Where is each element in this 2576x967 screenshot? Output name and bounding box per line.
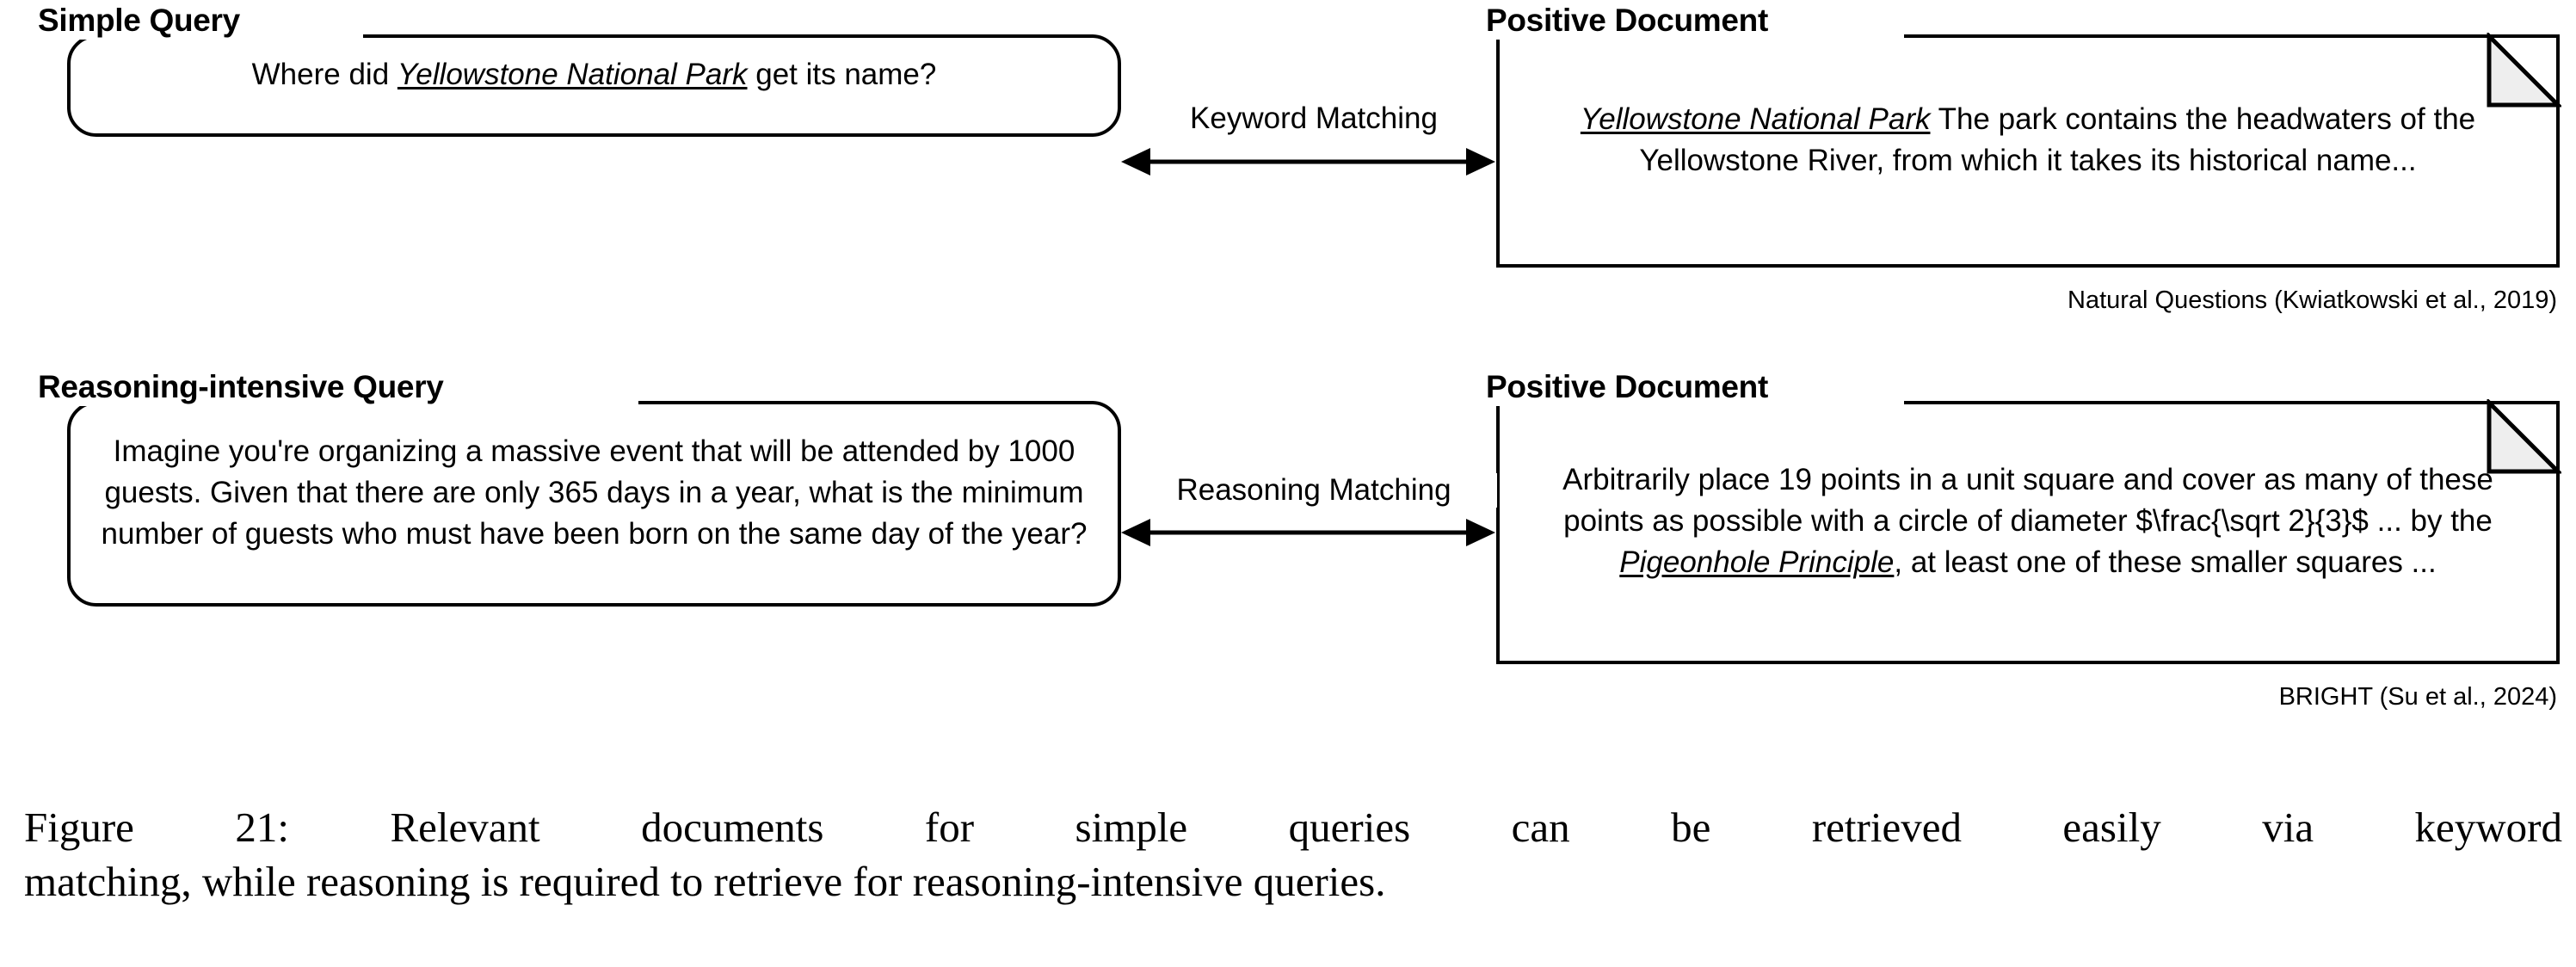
- keyword-matching-label: Keyword Matching: [1141, 102, 1487, 136]
- positive-document-box-2: [1496, 401, 2560, 664]
- reasoning-query-text: Imagine you're organizing a massive even…: [101, 434, 1088, 551]
- reasoning-matching-arrow: [1121, 513, 1495, 552]
- simple-query-text: Where did Yellowstone National Park get …: [67, 54, 1121, 95]
- keyword-matching-arrow-svg: [1121, 148, 1495, 176]
- reasoning-matching-label: Reasoning Matching: [1131, 473, 1497, 508]
- reasoning-query-title: Reasoning-intensive Query: [38, 368, 456, 406]
- citation-bright: BRIGHT (Su et al., 2024): [2278, 683, 2557, 711]
- positive-document-text-2: Arbitrarily place 19 points in a unit sq…: [1496, 459, 2560, 583]
- simple-query-text-after: get its name?: [747, 57, 937, 91]
- citation-natural-questions: Natural Questions (Kwiatkowski et al., 2…: [2068, 286, 2557, 314]
- figure-caption-line-1: Figure 21: Relevant documents for simple…: [24, 804, 2562, 851]
- reasoning-matching-arrow-svg: [1121, 519, 1495, 546]
- positive-document-box-1: [1496, 34, 2560, 268]
- positive-document-emphasis-2: Pigeonhole Principle: [1619, 545, 1895, 579]
- positive-document-body-1: The park contains the headwaters of the …: [1639, 102, 2476, 177]
- figure-caption: Figure 21: Relevant documents for simple…: [24, 800, 2562, 908]
- simple-query-box: [67, 34, 1121, 137]
- positive-document-body-end-2: , at least one of these smaller squares …: [1894, 545, 2437, 579]
- positive-document-body-start-2: Arbitrarily place 19 points in a unit sq…: [1562, 463, 2493, 538]
- simple-query-text-before: Where did: [251, 57, 397, 91]
- figure-caption-line-2: matching, while reasoning is required to…: [24, 858, 1386, 905]
- positive-document-panel-2: Positive Document Arbitrarily place 19 p…: [1486, 368, 2564, 664]
- keyword-matching-arrow: [1121, 142, 1495, 182]
- positive-document-title-2: Positive Document: [1486, 368, 1780, 406]
- simple-query-emphasis: Yellowstone National Park: [397, 57, 748, 91]
- positive-document-text-1: Yellowstone National Park The park conta…: [1496, 99, 2560, 182]
- positive-document-title-1: Positive Document: [1486, 2, 1780, 40]
- positive-document-emphasis-1: Yellowstone National Park: [1580, 102, 1931, 136]
- simple-query-panel: Simple Query Where did Yellowstone Natio…: [38, 2, 1121, 137]
- positive-document-panel-1: Positive Document Yellowstone National P…: [1486, 2, 2564, 268]
- simple-query-title: Simple Query: [38, 2, 252, 40]
- reasoning-query-panel: Reasoning-intensive Query Imagine you're…: [38, 368, 1121, 607]
